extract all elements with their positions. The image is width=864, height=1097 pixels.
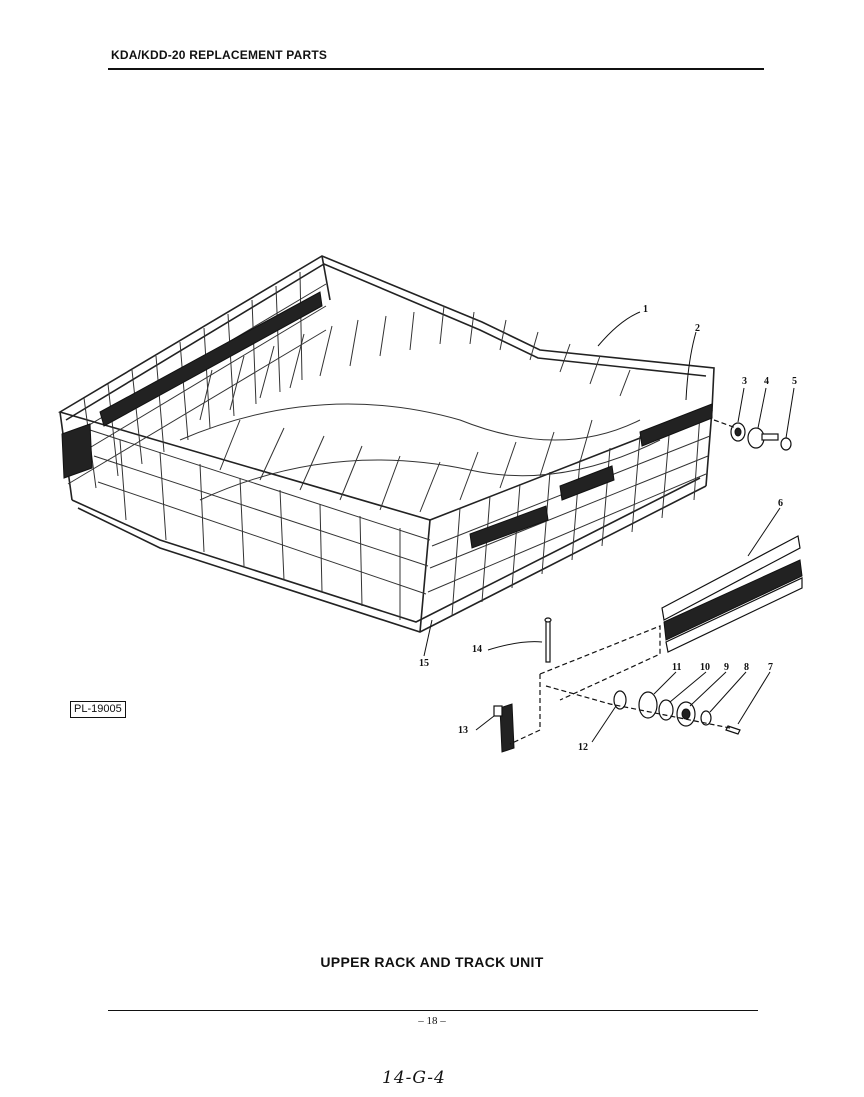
upper-rack (58, 255, 715, 633)
footer-rule (108, 1010, 758, 1011)
callout-1: 1 (643, 304, 648, 315)
callout-14: 14 (472, 644, 482, 655)
callout-12: 12 (578, 742, 588, 753)
stop-and-pin-parts (493, 617, 552, 753)
rack-track (661, 535, 803, 653)
page-number: – 18 – (418, 1015, 446, 1027)
callout-5: 5 (792, 376, 797, 387)
rack-roller-parts (730, 422, 792, 451)
callout-numbers: 1 2 3 4 5 6 7 8 9 10 11 12 13 14 15 (419, 304, 797, 753)
callout-11: 11 (672, 662, 681, 673)
plate-id: PL-19005 (70, 701, 126, 718)
header-title: KDA/KDD-20 REPLACEMENT PARTS (111, 48, 328, 62)
assembly-lines (509, 419, 737, 745)
diagram-caption: UPPER RACK AND TRACK UNIT (320, 954, 544, 970)
callout-2: 2 (695, 323, 700, 334)
callout-13: 13 (458, 725, 468, 736)
callout-8: 8 (744, 662, 749, 673)
callout-10: 10 (700, 662, 710, 673)
callout-7: 7 (768, 662, 773, 673)
callout-leaders (423, 311, 795, 743)
callout-6: 6 (778, 498, 783, 509)
callout-4: 4 (764, 376, 769, 387)
callout-15: 15 (419, 658, 429, 669)
callout-9: 9 (724, 662, 729, 673)
page-header: KDA/KDD-20 REPLACEMENT PARTS (108, 48, 764, 70)
track-hardware-parts (613, 690, 741, 735)
callout-3: 3 (742, 376, 747, 387)
handwritten-note: 14-G-4 (382, 1068, 446, 1088)
